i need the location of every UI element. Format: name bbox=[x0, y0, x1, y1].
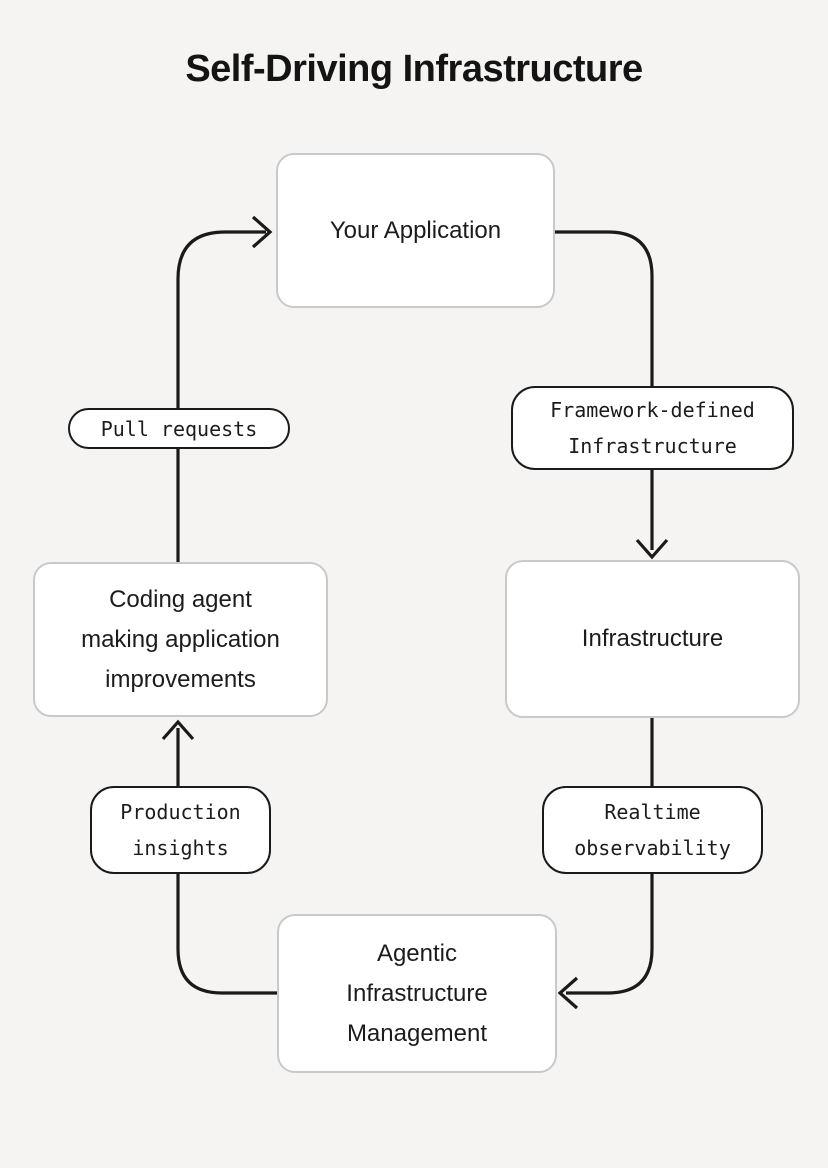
edge-your-application-to-infrastructure bbox=[555, 230, 669, 560]
edge-label-realtime-observability: Realtime observability bbox=[542, 786, 763, 874]
edge-infrastructure-to-agentic-management bbox=[557, 718, 654, 1010]
edge-coding-agent-to-your-application bbox=[176, 215, 273, 562]
node-your-application: Your Application bbox=[276, 153, 555, 308]
edge-label-production-insights: Production insights bbox=[90, 786, 271, 874]
node-coding-agent-making-application-improvements: Coding agent making application improvem… bbox=[33, 562, 328, 717]
node-infrastructure: Infrastructure bbox=[505, 560, 800, 718]
node-agentic-infrastructure-management: Agentic Infrastructure Management bbox=[277, 914, 557, 1073]
page-title: Self-Driving Infrastructure bbox=[185, 48, 643, 90]
edge-label-framework-defined-infrastructure: Framework-defined Infrastructure bbox=[511, 386, 794, 470]
edge-agentic-management-to-coding-agent bbox=[161, 719, 277, 995]
edge-label-pull-requests: Pull requests bbox=[68, 408, 290, 449]
